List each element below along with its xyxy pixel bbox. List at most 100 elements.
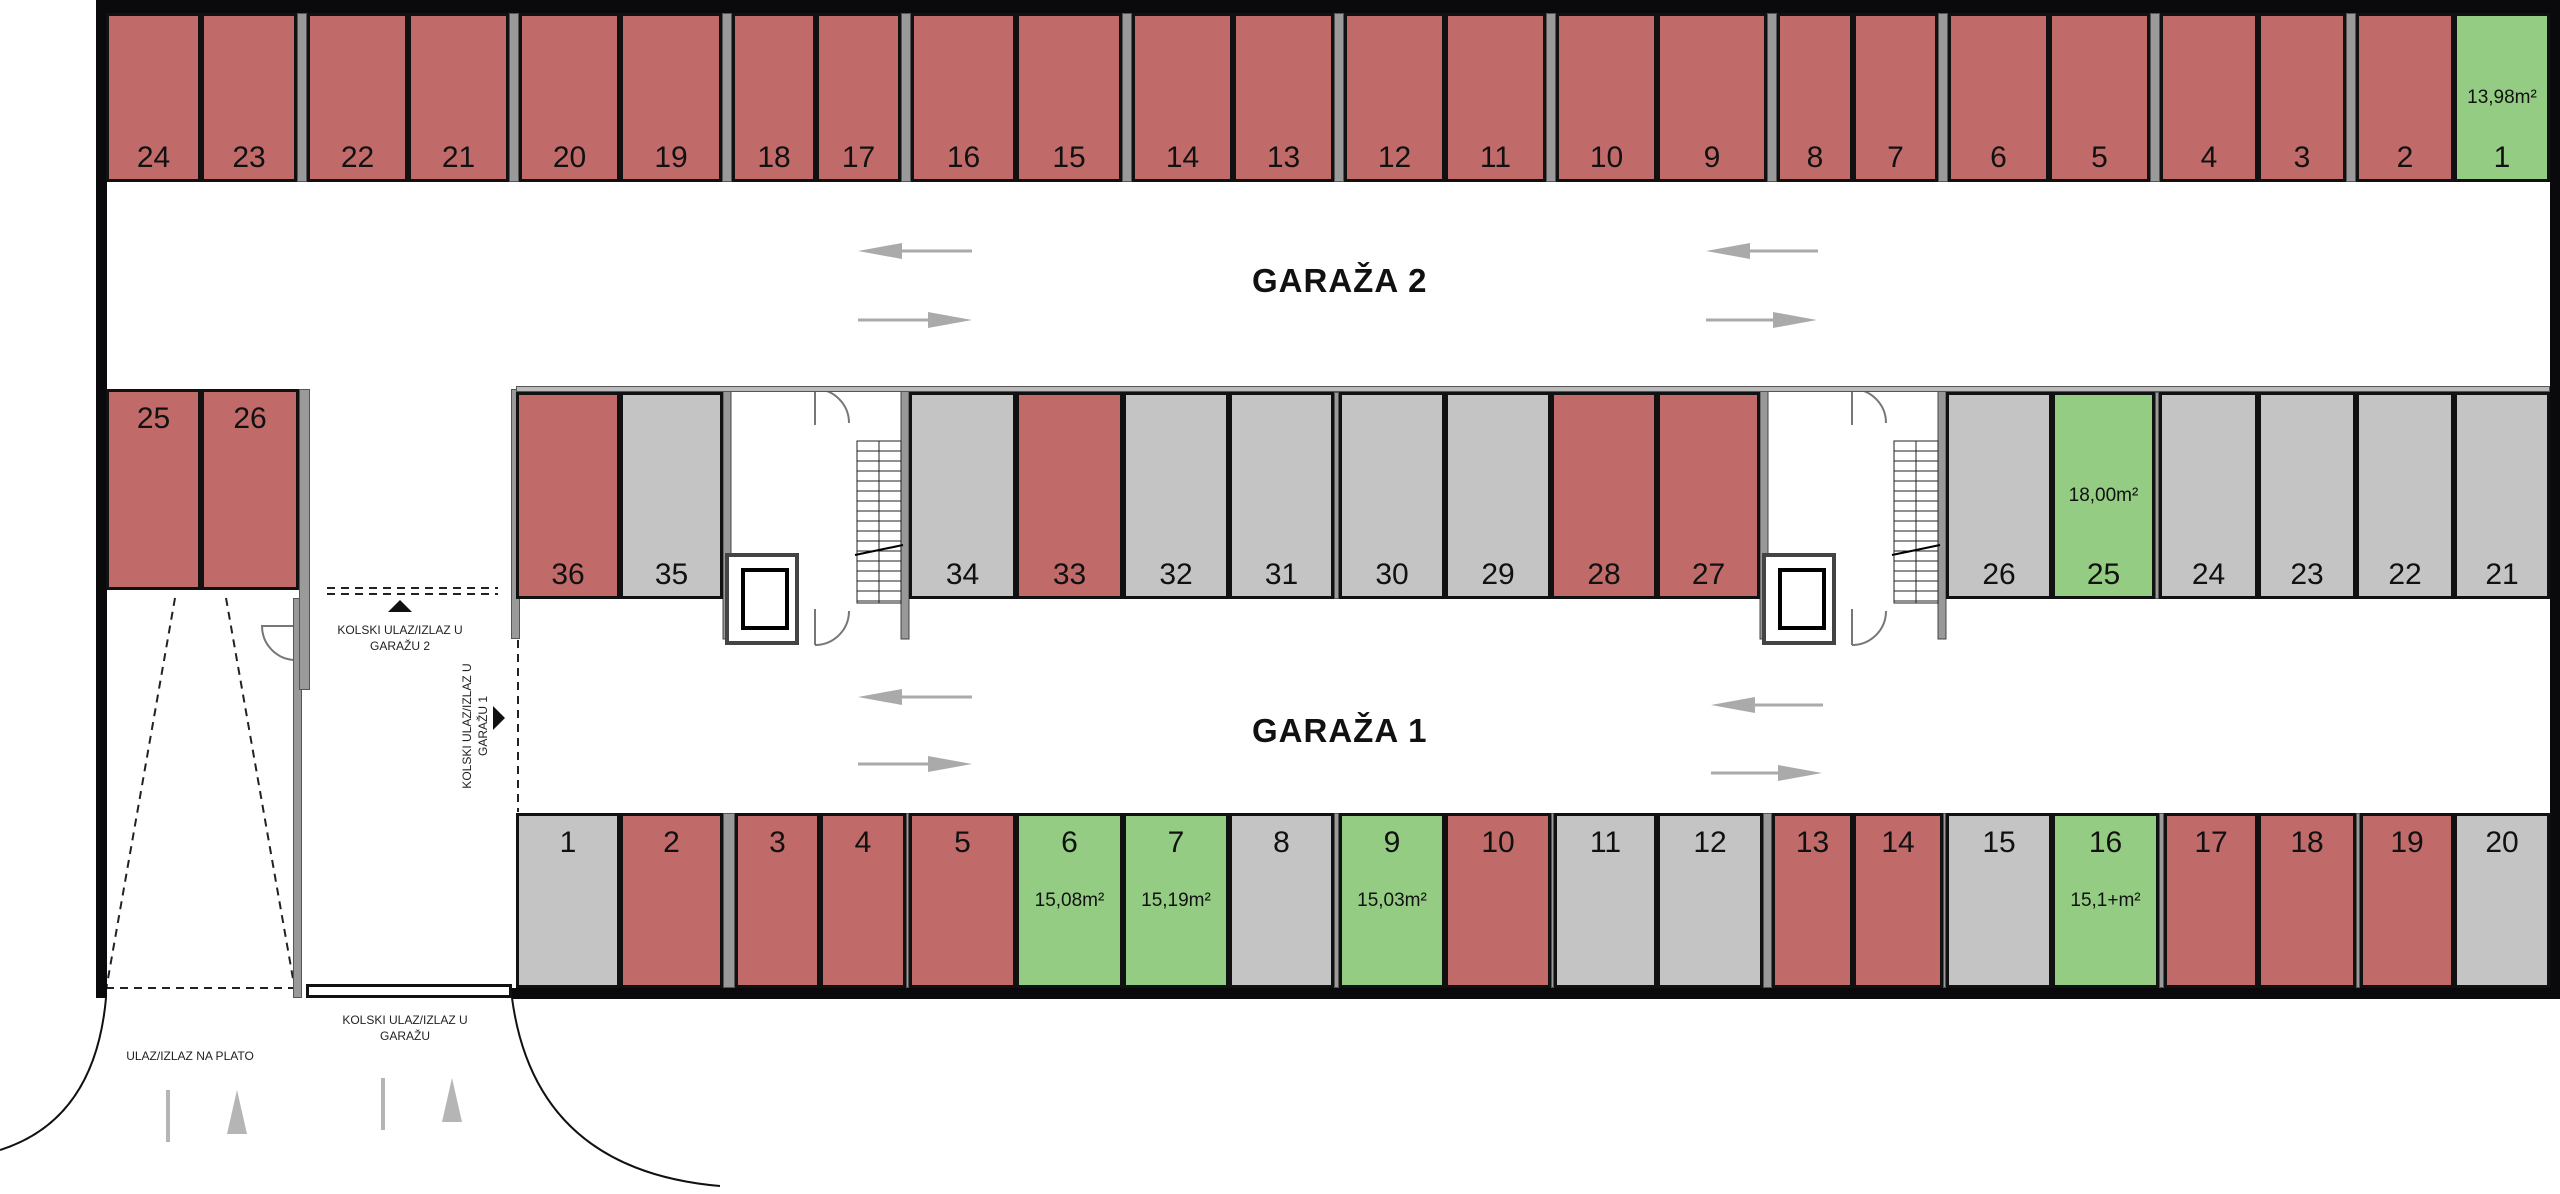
bottom-row-garage-14[interactable]: 14: [1853, 813, 1943, 988]
bottom-row-garage-2[interactable]: 2: [620, 813, 723, 988]
bottom-row-garage-15[interactable]: 15: [1946, 813, 2052, 988]
garage-number: 35: [654, 558, 689, 591]
bottom-row-garage-4[interactable]: 4: [820, 813, 906, 988]
structural-pier: [1334, 392, 1339, 599]
top-row-garage-13[interactable]: 13: [1233, 13, 1334, 182]
garage-number: 4: [854, 826, 872, 859]
middle-row-garage-23[interactable]: 23: [2258, 392, 2356, 599]
top-row-garage-22[interactable]: 22: [307, 13, 408, 182]
top-row-garage-16[interactable]: 16: [911, 13, 1016, 182]
bottom-row-garage-20[interactable]: 20: [2454, 813, 2550, 988]
top-row-garage-18[interactable]: 18: [732, 13, 816, 182]
bottom-row-garage-17[interactable]: 17: [2164, 813, 2258, 988]
garage-number: 25: [136, 402, 171, 435]
garage-number: 1: [559, 826, 577, 859]
middle-row-garage-35[interactable]: 35: [620, 392, 723, 599]
structural-pier: [299, 389, 310, 690]
bottom-row-garage-1[interactable]: 1: [516, 813, 620, 988]
garage-number: 21: [2485, 558, 2519, 591]
bottom-row-garage-18[interactable]: 18: [2258, 813, 2356, 988]
bottom-row-garage-13[interactable]: 13: [1772, 813, 1853, 988]
door-swing: [1851, 388, 1887, 425]
middle-row-garage-22[interactable]: 22: [2356, 392, 2454, 599]
garage-number: 26: [1982, 558, 2016, 591]
top-row-garage-23[interactable]: 23: [201, 13, 297, 182]
garage-number: 22: [2388, 558, 2422, 591]
top-row-garage-8[interactable]: 8: [1777, 13, 1853, 182]
garage-number: 8: [1273, 826, 1290, 859]
middle-row-garage-24[interactable]: 24: [2159, 392, 2258, 599]
middle-row-garage-27[interactable]: 27: [1657, 392, 1760, 599]
top-row-garage-15[interactable]: 15: [1016, 13, 1122, 182]
bottom-row-garage-3[interactable]: 3: [735, 813, 820, 988]
middle-row-garage-21[interactable]: 21: [2454, 392, 2550, 599]
garage-number: 14: [1165, 141, 1200, 174]
structural-pier: [1334, 13, 1344, 182]
wall-top: [96, 0, 2560, 13]
garage-number: 10: [1481, 826, 1515, 859]
top-row-garage-24[interactable]: 24: [106, 13, 201, 182]
garage-area: 13,98m²: [2467, 86, 2537, 108]
bottom-row-garage-19[interactable]: 19: [2360, 813, 2454, 988]
middle-row-garage-32[interactable]: 32: [1123, 392, 1229, 599]
top-row-garage-4[interactable]: 4: [2160, 13, 2258, 182]
core-wall: [900, 388, 910, 640]
garage-number: 20: [2485, 826, 2519, 859]
garage-number: 34: [945, 558, 980, 591]
west-row-garage-25[interactable]: 25: [106, 389, 201, 590]
top-row-garage-7[interactable]: 7: [1853, 13, 1938, 182]
top-row-garage-10[interactable]: 10: [1556, 13, 1657, 182]
middle-row-garage-34[interactable]: 34: [909, 392, 1016, 599]
garage-number: 7: [1887, 141, 1904, 174]
garage-number: 21: [441, 141, 476, 174]
top-row-garage-2[interactable]: 2: [2356, 13, 2454, 182]
middle-row-garage-30[interactable]: 30: [1339, 392, 1445, 599]
garage-number: 22: [340, 141, 375, 174]
top-row-garage-19[interactable]: 19: [620, 13, 722, 182]
top-row-garage-3[interactable]: 3: [2258, 13, 2346, 182]
middle-row-garage-28[interactable]: 28: [1551, 392, 1657, 599]
wall-left: [96, 0, 107, 998]
bottom-row-garage-11[interactable]: 11: [1554, 813, 1657, 988]
bottom-row-garage-12[interactable]: 12: [1657, 813, 1763, 988]
top-row-garage-5[interactable]: 5: [2049, 13, 2150, 182]
garage-number: 23: [232, 141, 266, 174]
west-row-garage-26[interactable]: 26: [201, 389, 299, 590]
middle-row-garage-33[interactable]: 33: [1016, 392, 1123, 599]
garage-number: 2: [2396, 141, 2414, 174]
bottom-row-garage-8[interactable]: 8: [1229, 813, 1334, 988]
bottom-row-garage-5[interactable]: 5: [909, 813, 1016, 988]
top-row-garage-20[interactable]: 20: [519, 13, 620, 182]
structural-pier: [2356, 813, 2360, 988]
outdoor-lane-markers: [166, 1078, 462, 1142]
garage-number: 20: [552, 141, 587, 174]
middle-row-garage-29[interactable]: 29: [1445, 392, 1551, 599]
arrow-right-icon: [858, 756, 972, 772]
top-row-garage-12[interactable]: 12: [1344, 13, 1445, 182]
garage-number: 11: [1479, 141, 1512, 174]
garage-number: 17: [841, 141, 876, 174]
middle-row-garage-31[interactable]: 31: [1229, 392, 1334, 599]
structural-pier: [722, 13, 732, 182]
top-row-garage-17[interactable]: 17: [816, 13, 901, 182]
top-row-garage-6[interactable]: 6: [1948, 13, 2049, 182]
top-row-garage-21[interactable]: 21: [408, 13, 509, 182]
ramp-dashed-lines: [105, 587, 519, 991]
top-row-garage-9[interactable]: 9: [1657, 13, 1767, 182]
top-row-garage-11[interactable]: 11: [1445, 13, 1546, 182]
garage-number: 28: [1587, 558, 1621, 591]
garage-number: 12: [1693, 826, 1727, 859]
top-row-garage-14[interactable]: 14: [1132, 13, 1233, 182]
bottom-row-garage-10[interactable]: 10: [1445, 813, 1551, 988]
access-road-left-curve: [0, 997, 107, 1151]
middle-row-garage-26[interactable]: 26: [1946, 392, 2052, 599]
middle-row-garage-36[interactable]: 36: [516, 392, 620, 599]
garage-number: 26: [233, 402, 267, 435]
